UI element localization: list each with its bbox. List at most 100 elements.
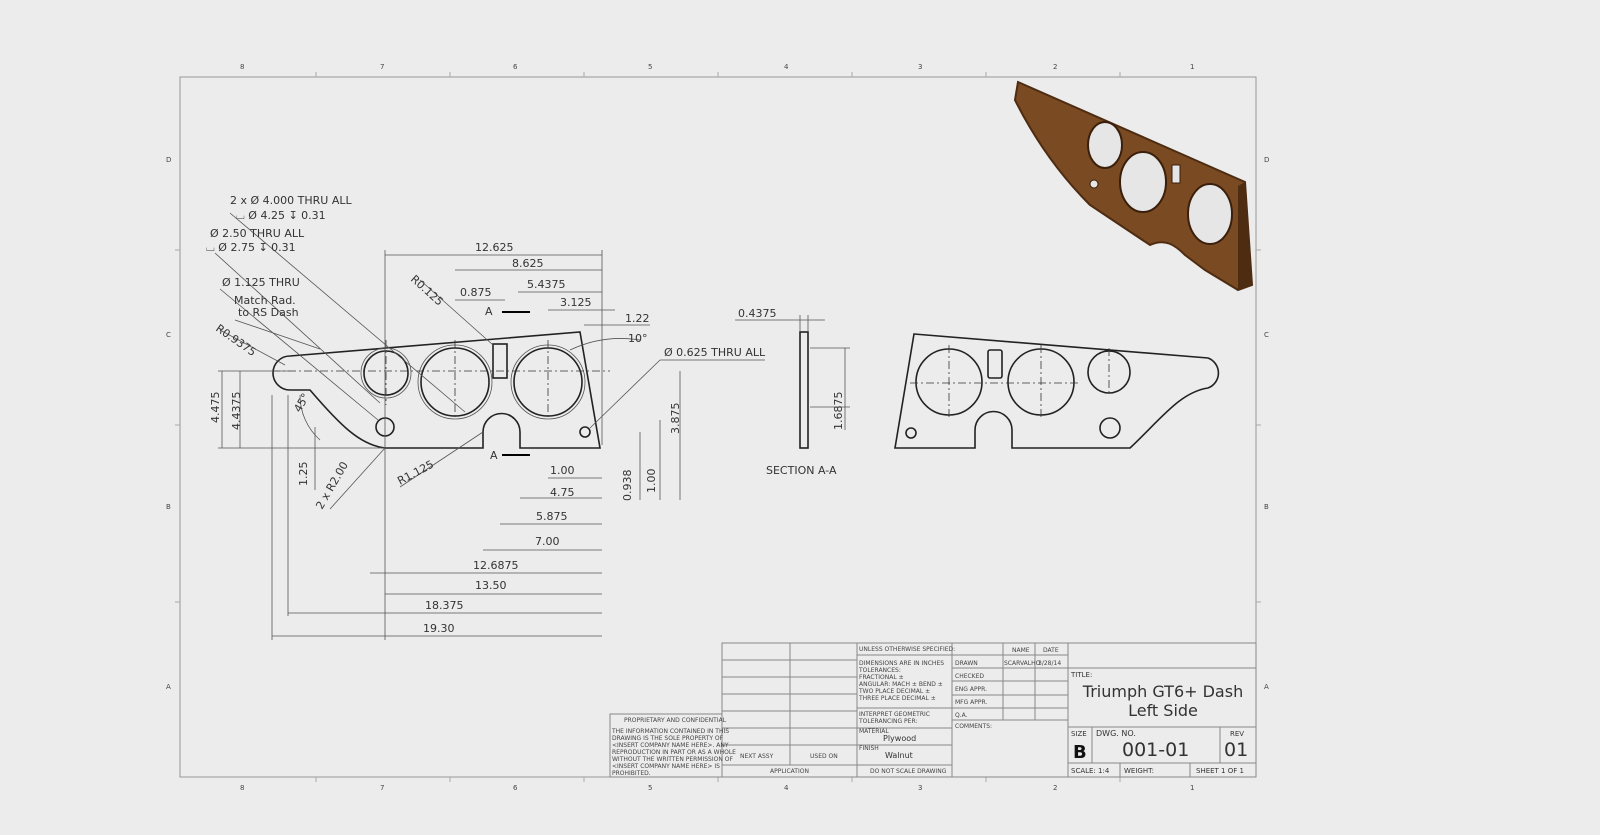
tb-drawn-date: 3/28/14 (1038, 660, 1061, 667)
dim-5-4375: 5.4375 (527, 278, 566, 291)
tb-size: B (1073, 742, 1087, 763)
zone-col-1-bottom: 1 (1190, 784, 1194, 792)
tb-sheet: SHEET 1 OF 1 (1196, 767, 1244, 775)
tb-proprietary-title: PROPRIETARY AND CONFIDENTIAL (624, 717, 727, 724)
dim-12-6875: 12.6875 (473, 559, 519, 572)
tb-finish-label: FINISH (859, 745, 879, 752)
dim-0-4375: 0.4375 (738, 307, 777, 320)
back-view (894, 333, 1220, 449)
tb-interpret: TOLERANCING PER: (858, 718, 917, 725)
zone-col-8-bottom: 8 (240, 784, 244, 792)
note-hole-0625: Ø 0.625 THRU ALL (664, 346, 766, 359)
zone-row-c: C (166, 331, 171, 339)
tb-tolerance-line: DIMENSIONS ARE IN INCHES (859, 660, 944, 667)
front-view-outline (272, 331, 601, 449)
note-hole-250-cbore: ⌴ Ø 2.75 ↧ 0.31 (206, 241, 296, 254)
note-hole-4-cbore: ⌴ Ø 4.25 ↧ 0.31 (236, 209, 326, 222)
zone-col-7: 7 (380, 63, 384, 71)
tb-proprietary-line: <INSERT COMPANY NAME HERE>. ANY (612, 742, 729, 749)
title-block: UNLESS OTHERWISE SPECIFIED: DIMENSIONS A… (609, 642, 1257, 778)
front-view (214, 212, 765, 640)
tb-title-label: TITLE: (1070, 671, 1092, 679)
isometric-wood-render (1013, 80, 1254, 292)
dim-18-375: 18.375 (425, 599, 464, 612)
section-mark-bottom: A (490, 449, 498, 462)
tb-interpret: INTERPRET GEOMETRIC (859, 711, 930, 718)
note-angle-10: 10° (628, 332, 648, 345)
note-hole-250: Ø 2.50 THRU ALL (210, 227, 305, 240)
hole-0-625 (579, 426, 591, 438)
zone-row-a: A (166, 683, 171, 691)
tb-eng-appr: ENG APPR. (955, 686, 987, 693)
tb-proprietary-line: THE INFORMATION CONTAINED IN THIS (611, 728, 729, 735)
front-view-annotations: 2 x Ø 4.000 THRU ALL ⌴ Ø 4.25 ↧ 0.31 Ø 2… (206, 194, 766, 635)
dim-4-4375: 4.4375 (230, 392, 243, 431)
dim-1-00-vertical: 1.00 (645, 469, 658, 494)
section-mark-top: A (485, 305, 493, 318)
tb-dwg-label: DWG. NO. (1096, 729, 1136, 738)
tb-mfg-appr: MFG APPR. (955, 699, 987, 706)
tb-drawn-name: SCARVALHO (1004, 660, 1041, 667)
zone-col-5-bottom: 5 (648, 784, 652, 792)
zone-ticks (175, 72, 1261, 782)
note-r0125: R0.125 (408, 273, 446, 309)
zone-col-4: 4 (784, 63, 789, 71)
tb-date-header: DATE (1043, 647, 1059, 654)
dim-3-875: 3.875 (669, 403, 682, 435)
tb-tolerance-line: THREE PLACE DECIMAL ± (858, 695, 936, 702)
tb-size-label: SIZE (1071, 730, 1087, 738)
note-hole-1125: Ø 1.125 THRU (222, 276, 300, 289)
tb-proprietary-line: <INSERT COMPANY NAME HERE> IS (612, 763, 720, 770)
dim-1-25: 1.25 (297, 462, 310, 487)
tb-rev-label: REV (1230, 730, 1244, 738)
tb-rev: 01 (1224, 739, 1248, 761)
tb-drawn: DRAWN (955, 660, 978, 667)
zone-col-5: 5 (648, 63, 652, 71)
tb-qa: Q.A. (955, 712, 968, 719)
tb-dwg-no: 001-01 (1122, 739, 1189, 761)
zone-col-3: 3 (918, 63, 922, 71)
zone-col-4-bottom: 4 (784, 784, 789, 792)
zone-col-8: 8 (240, 63, 244, 71)
zone-col-1: 1 (1190, 63, 1194, 71)
tb-finish: Walnut (885, 751, 913, 760)
zone-labels: 8 7 6 5 4 3 2 1 8 7 6 5 4 3 2 1 D C B A … (166, 63, 1269, 792)
zone-col-6: 6 (513, 63, 518, 71)
zone-row-d: D (166, 156, 171, 164)
dim-7-00: 7.00 (535, 535, 560, 548)
tb-tolerance-line: TOLERANCES: (858, 667, 901, 674)
zone-row-a-right: A (1264, 683, 1269, 691)
dim-5-875: 5.875 (536, 510, 568, 523)
tb-used-on: USED ON (810, 753, 838, 760)
section-view: 0.4375 1.6875 SECTION A-A (735, 307, 850, 477)
tb-material: Plywood (883, 734, 916, 743)
tb-next-assy: NEXT ASSY (740, 753, 774, 760)
dim-1-6875: 1.6875 (832, 392, 845, 431)
zone-row-c-right: C (1264, 331, 1269, 339)
dim-8-625: 8.625 (512, 257, 544, 270)
note-hole-4: 2 x Ø 4.000 THRU ALL (230, 194, 352, 207)
dim-13-50: 13.50 (475, 579, 507, 592)
zone-row-b: B (166, 503, 171, 511)
note-angle-45: 45° (291, 391, 312, 414)
zone-col-7-bottom: 7 (380, 784, 384, 792)
zone-col-6-bottom: 6 (513, 784, 518, 792)
slot-rect (492, 343, 508, 379)
tb-proprietary-line: PROHIBITED. (612, 770, 651, 777)
zone-col-2: 2 (1053, 63, 1057, 71)
zone-col-2-bottom: 2 (1053, 784, 1057, 792)
tb-proprietary-line: WITHOUT THE WRITTEN PERMISSION OF (612, 756, 733, 763)
zone-row-d-right: D (1264, 156, 1269, 164)
tb-checked: CHECKED (955, 673, 984, 680)
tb-material-label: MATERIAL (859, 728, 889, 735)
dim-3-125: 3.125 (560, 296, 592, 309)
tb-application: APPLICATION (770, 768, 809, 775)
tb-name-header: NAME (1012, 647, 1030, 654)
dim-1-22: 1.22 (625, 312, 650, 325)
note-r200: 2 x R2.00 (313, 459, 351, 511)
dim-19-30: 19.30 (423, 622, 455, 635)
tb-proprietary-line: DRAWING IS THE SOLE PROPERTY OF (612, 735, 724, 742)
tb-weight: WEIGHT: (1124, 767, 1154, 775)
note-match-rad: Match Rad. (234, 294, 296, 307)
